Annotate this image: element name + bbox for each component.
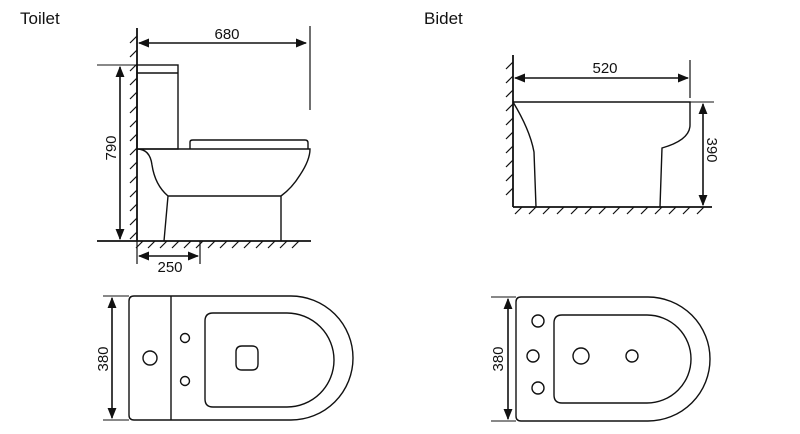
toilet-drain-outline xyxy=(235,345,259,371)
toilet-floor-hatch xyxy=(135,240,300,249)
toilet-depth-label: 380 xyxy=(95,346,112,371)
toilet-flush-button xyxy=(142,350,158,366)
toilet-width-label: 680 xyxy=(214,26,239,43)
bidet-title: Bidet xyxy=(424,9,463,28)
bidet-height-label: 390 xyxy=(703,137,720,162)
toilet-dimension-lines xyxy=(115,38,308,261)
bidet-top-basin xyxy=(553,314,692,404)
bidet-wall-hatch xyxy=(505,61,514,196)
bidet-overflow xyxy=(625,349,639,363)
bidet-dimension-lines xyxy=(513,73,708,207)
bidet-depth-label: 380 xyxy=(490,346,507,371)
bidet-top-view xyxy=(491,296,711,422)
bidet-width-label: 520 xyxy=(592,60,617,77)
toilet-top-view xyxy=(103,295,354,421)
toilet-height-label: 790 xyxy=(103,135,120,160)
toilet-title: Toilet xyxy=(20,9,60,28)
bidet-side-view xyxy=(505,55,714,215)
toilet-side-view xyxy=(97,26,311,264)
toilet-mount-hole-bottom xyxy=(179,375,191,387)
bidet-tap-hole-middle xyxy=(526,349,540,363)
toilet-outlet-label: 250 xyxy=(157,259,182,276)
toilet-tank xyxy=(136,64,179,150)
bidet-tap-hole-top xyxy=(531,314,545,328)
bidet-bowl xyxy=(512,101,691,208)
toilet-seat xyxy=(189,139,309,149)
toilet-top-seat xyxy=(204,312,335,408)
toilet-top-outline xyxy=(128,295,354,421)
toilet-wall-hatch xyxy=(129,35,138,240)
toilet-bowl xyxy=(136,148,311,242)
bidet-drain xyxy=(572,347,590,365)
bidet-floor-hatch xyxy=(514,206,705,215)
toilet-mount-hole-top xyxy=(179,332,191,344)
bidet-top-outline xyxy=(515,296,711,422)
bidet-tap-hole-bottom xyxy=(531,381,545,395)
